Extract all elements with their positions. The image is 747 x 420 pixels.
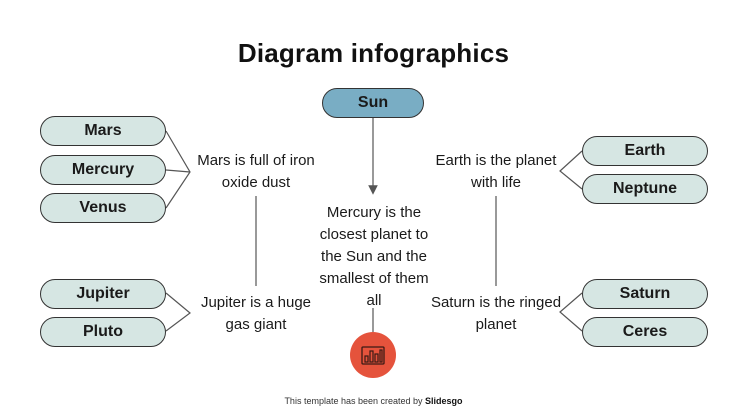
footer-brand: Slidesgo bbox=[425, 396, 463, 406]
node-saturn: Saturn bbox=[582, 279, 708, 309]
node-neptune: Neptune bbox=[582, 174, 708, 204]
node-ceres: Ceres bbox=[582, 317, 708, 347]
sun-node: Sun bbox=[322, 88, 424, 118]
center-icon-circle bbox=[350, 332, 396, 378]
left-top-text: Mars is full of iron oxide dust bbox=[197, 152, 315, 191]
right-bottom-text: Saturn is the ringed planet bbox=[430, 294, 562, 333]
diagram-title: Diagram infographics bbox=[237, 38, 510, 68]
left-bottom-text: Jupiter is a huge gas giant bbox=[200, 294, 312, 333]
bar-chart-icon bbox=[361, 346, 385, 365]
footer-credit: This template has been created by Slides… bbox=[0, 396, 747, 406]
node-pluto: Pluto bbox=[40, 317, 166, 347]
right-top-text: Earth is the planet with life bbox=[435, 152, 557, 191]
node-jupiter: Jupiter bbox=[40, 279, 166, 309]
node-mars: Mars bbox=[40, 116, 166, 146]
center-text: Mercury is the closest planet to the Sun… bbox=[319, 204, 429, 309]
footer-prefix: This template has been created by bbox=[284, 396, 423, 406]
node-venus: Venus bbox=[40, 193, 166, 223]
node-mercury: Mercury bbox=[40, 155, 166, 185]
node-earth: Earth bbox=[582, 136, 708, 166]
